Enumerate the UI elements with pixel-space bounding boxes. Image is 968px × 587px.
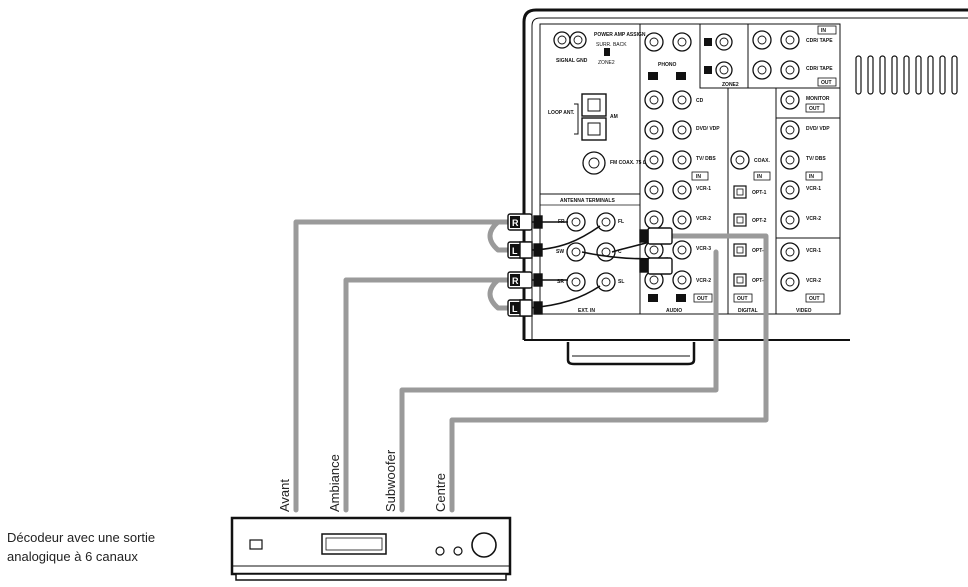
ext-in-section: ANTENNA TERMINALS FR FL SW C SR SL bbox=[540, 198, 640, 292]
svg-text:C: C bbox=[618, 249, 622, 255]
svg-text:TV/ DBS: TV/ DBS bbox=[806, 156, 826, 162]
video-jacks: DVD/ VDP TV/ DBS VCR-1 VCR-2 VCR-1 VCR-2… bbox=[780, 120, 830, 303]
decoder-button bbox=[435, 546, 445, 556]
svg-text:LOOP ANT.: LOOP ANT. bbox=[548, 110, 575, 116]
svg-text:OPT-1: OPT-1 bbox=[752, 190, 767, 196]
svg-text:VCR-1: VCR-1 bbox=[806, 248, 821, 254]
cable-label-surround: Ambiance bbox=[327, 454, 342, 512]
cable-labels: Avant Ambiance Subwoofer Centre bbox=[277, 449, 448, 512]
decoder-power-button bbox=[249, 539, 263, 550]
video-label: VIDEO bbox=[796, 308, 812, 314]
svg-text:OUT: OUT bbox=[821, 80, 832, 86]
cooling-vents bbox=[855, 55, 958, 95]
zone2-output: ZONE2 bbox=[704, 33, 739, 88]
cables: R L R L bbox=[293, 213, 769, 513]
svg-text:TV/ DBS: TV/ DBS bbox=[696, 156, 716, 162]
svg-text:PHONO: PHONO bbox=[658, 62, 676, 68]
monitor-output: MONITOR OUT bbox=[780, 90, 830, 113]
digital-inputs: COAX. IN OPT-1 OPT-2 OPT-3 OPT-4 OUT bbox=[730, 150, 770, 303]
svg-text:IN: IN bbox=[809, 174, 814, 180]
svg-text:SL: SL bbox=[618, 279, 624, 285]
svg-text:ZONE2: ZONE2 bbox=[598, 60, 615, 66]
svg-text:OUT: OUT bbox=[697, 296, 708, 302]
phono-input: PHONO bbox=[644, 32, 692, 80]
svg-text:CDR/ TAPE: CDR/ TAPE bbox=[806, 38, 833, 44]
svg-text:SW: SW bbox=[556, 249, 564, 255]
am-loop-antenna-terminal: LOOP ANT. AM bbox=[548, 93, 618, 141]
svg-text:VCR-2: VCR-2 bbox=[696, 216, 711, 222]
audio-input-jacks: CD DVD/ VDP TV/ DBS VCR-1 VCR-2 VCR-3 VC… bbox=[644, 90, 720, 303]
svg-text:MONITOR: MONITOR bbox=[806, 96, 830, 102]
audio-label: AUDIO bbox=[666, 308, 682, 314]
power-amp-assign-switch: POWER AMP ASSIGN SURR. BACK ZONE2 bbox=[594, 32, 646, 66]
svg-text:VCR-1: VCR-1 bbox=[696, 186, 711, 192]
svg-text:L: L bbox=[512, 304, 518, 314]
svg-text:OPT-4: OPT-4 bbox=[752, 278, 767, 284]
cdr-tape-jacks: CDR/ TAPE CDR/ TAPE IN OUT bbox=[752, 25, 837, 87]
svg-text:IN: IN bbox=[821, 28, 826, 34]
svg-text:VCR-2: VCR-2 bbox=[696, 278, 711, 284]
svg-text:VCR-2: VCR-2 bbox=[806, 278, 821, 284]
svg-text:IN: IN bbox=[696, 174, 701, 180]
decoder-caption-line2: analogique à 6 canaux bbox=[7, 549, 138, 564]
svg-text:VCR-2: VCR-2 bbox=[806, 216, 821, 222]
svg-text:DVD/ VDP: DVD/ VDP bbox=[696, 126, 720, 132]
svg-text:FM COAX. 75 Ω: FM COAX. 75 Ω bbox=[610, 160, 647, 166]
decoder-unit bbox=[230, 516, 512, 581]
svg-text:SURR. BACK: SURR. BACK bbox=[596, 42, 627, 48]
ext-in-label: EXT. IN bbox=[578, 308, 595, 314]
svg-text:CDR/ TAPE: CDR/ TAPE bbox=[806, 66, 833, 72]
svg-text:ANTENNA TERMINALS: ANTENNA TERMINALS bbox=[560, 198, 615, 204]
svg-text:OUT: OUT bbox=[809, 106, 820, 112]
av-receiver: SIGNAL GND POWER AMP ASSIGN SURR. BACK Z… bbox=[522, 8, 968, 366]
svg-text:CD: CD bbox=[696, 98, 704, 104]
svg-text:ZONE2: ZONE2 bbox=[722, 82, 739, 88]
decoder-volume-knob bbox=[471, 532, 497, 558]
svg-text:OUT: OUT bbox=[737, 296, 748, 302]
svg-text:VCR-3: VCR-3 bbox=[696, 246, 711, 252]
svg-text:POWER AMP ASSIGN: POWER AMP ASSIGN bbox=[594, 32, 646, 38]
svg-text:SR: SR bbox=[557, 279, 564, 285]
decoder-button bbox=[453, 546, 463, 556]
svg-text:IN: IN bbox=[757, 174, 762, 180]
digital-label: DIGITAL bbox=[738, 308, 758, 314]
svg-text:DVD/ VDP: DVD/ VDP bbox=[806, 126, 830, 132]
svg-text:AM: AM bbox=[610, 114, 618, 120]
cable-label-center: Centre bbox=[433, 473, 448, 512]
receiver-foot bbox=[566, 342, 696, 366]
plug-channel-badges: R L R L bbox=[510, 216, 520, 314]
svg-text:FL: FL bbox=[618, 219, 624, 225]
svg-text:OPT-3: OPT-3 bbox=[752, 248, 767, 254]
cable-label-front: Avant bbox=[277, 479, 292, 512]
cable-label-subwoofer: Subwoofer bbox=[383, 449, 398, 512]
svg-text:VCR-1: VCR-1 bbox=[806, 186, 821, 192]
svg-text:R: R bbox=[512, 276, 519, 286]
signal-gnd-terminal: SIGNAL GND bbox=[553, 31, 588, 64]
svg-text:OUT: OUT bbox=[809, 296, 820, 302]
svg-text:OPT-2: OPT-2 bbox=[752, 218, 767, 224]
fm-coax-terminal: FM COAX. 75 Ω bbox=[582, 151, 647, 175]
decoder-caption-line1: Décodeur avec une sortie bbox=[7, 530, 155, 545]
svg-text:COAX.: COAX. bbox=[754, 158, 770, 164]
svg-text:R: R bbox=[512, 218, 519, 228]
svg-text:L: L bbox=[512, 246, 518, 256]
svg-text:SIGNAL GND: SIGNAL GND bbox=[556, 58, 588, 64]
